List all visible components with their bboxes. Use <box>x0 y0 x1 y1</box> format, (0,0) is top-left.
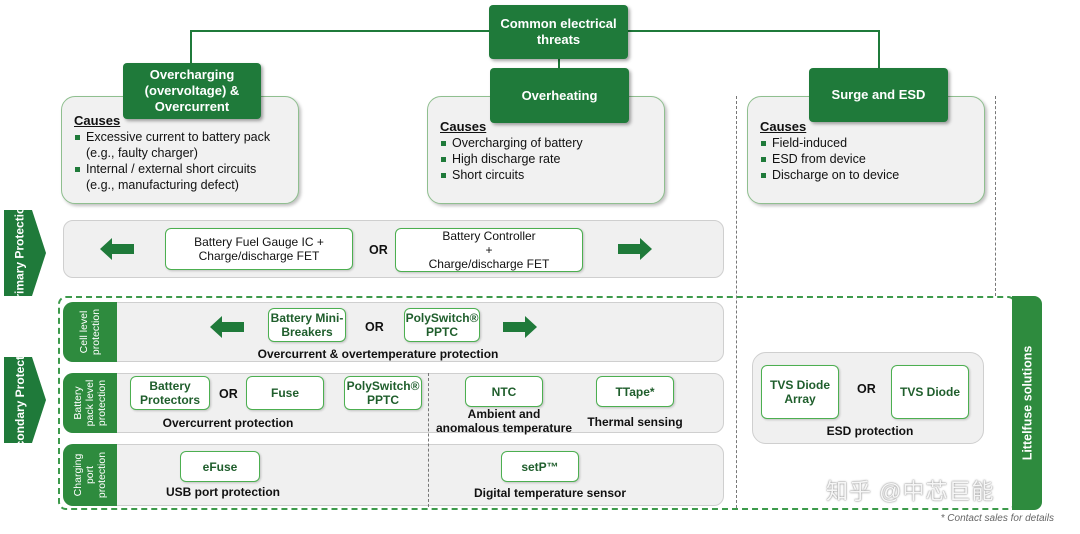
ntc-label-line: Ambient and <box>467 407 541 421</box>
arrow-right-icon <box>503 316 537 338</box>
cause-item: Internal / external short circuits <box>74 161 288 177</box>
primary-protection-tag <box>4 210 46 296</box>
cell-level-side-label: Cell level protection <box>63 302 117 362</box>
cause-item: Short circuits <box>440 167 654 183</box>
causes-title: Causes <box>440 119 487 134</box>
pack-level-side-label: Battery pack level protection <box>63 373 117 433</box>
mini-breakers-box: Battery Mini-Breakers <box>268 308 346 342</box>
cause-item: Discharge on to device <box>760 167 974 183</box>
primary-protection-label: Primary Protection <box>13 199 27 307</box>
tvs-diode-box: TVS Diode <box>891 365 969 419</box>
box-line: + <box>485 243 493 257</box>
esd-protection-label: ESD protection <box>826 424 914 438</box>
box-line: Battery Controller <box>442 229 536 243</box>
cause-item: ESD from device <box>760 151 974 167</box>
or-label: OR <box>219 387 238 401</box>
connector-line <box>190 30 192 65</box>
cause-item-note: (e.g., faulty charger) <box>86 146 198 160</box>
charging-port-side-label: Charging port protection <box>63 444 117 506</box>
efuse-box: eFuse <box>180 451 260 482</box>
ttape-box: TTape* <box>596 376 674 407</box>
polyswitch-box: PolySwitch® PPTC <box>404 308 480 342</box>
cell-level-panel <box>63 302 724 362</box>
arrow-right-icon <box>618 238 652 260</box>
ntc-box: NTC <box>465 376 543 407</box>
battery-controller-box: Battery Controller + Charge/discharge FE… <box>395 228 583 272</box>
cause-item: Field-induced <box>760 135 974 151</box>
cause-item: Excessive current to battery pack <box>74 129 288 145</box>
pack-polyswitch-box: PolySwitch® PPTC <box>344 376 422 410</box>
common-threats-box: Common electrical threats <box>489 5 628 59</box>
fuse-box: Fuse <box>246 376 324 410</box>
littelfuse-bar <box>1012 296 1042 510</box>
overcharging-box: Overcharging (overvoltage) & Overcurrent <box>123 63 261 119</box>
efuse-label: USB port protection <box>166 485 280 499</box>
fuel-gauge-box: Battery Fuel Gauge IC + Charge/discharge… <box>165 228 353 270</box>
separator-dashed <box>736 96 737 508</box>
cause-item: Overcharging of battery <box>440 135 654 151</box>
overcharging-causes-panel: Causes Excessive current to battery pack… <box>61 96 299 204</box>
watermark: 知乎 @中芯巨能 <box>826 479 995 504</box>
setp-box: setP™ <box>501 451 579 482</box>
cell-protection-label: Overcurrent & overtemperature protection <box>257 347 499 361</box>
arrow-left-icon <box>100 238 134 260</box>
arrow-left-icon <box>210 316 244 338</box>
or-label: OR <box>857 382 876 396</box>
overheating-box: Overheating <box>490 68 629 123</box>
separator-dashed <box>428 373 429 507</box>
tvs-diode-array-box: TVS Diode Array <box>761 365 839 419</box>
battery-protectors-box: Battery Protectors <box>130 376 210 410</box>
ntc-label-line: anomalous temperature <box>435 421 573 435</box>
connector-line <box>878 30 880 68</box>
pack-protection-label: Overcurrent protection <box>162 416 294 430</box>
separator-dashed <box>995 96 996 296</box>
causes-title: Causes <box>74 113 121 128</box>
secondary-protection-tag <box>4 357 46 443</box>
littelfuse-label: Littelfuse solutions <box>1020 345 1034 461</box>
cause-item: High discharge rate <box>440 151 654 167</box>
setp-label: Digital temperature sensor <box>473 486 627 500</box>
cause-item-note: (e.g., manufacturing defect) <box>86 178 239 192</box>
or-label: OR <box>369 243 388 257</box>
or-label: OR <box>365 320 384 334</box>
surge-esd-box: Surge and ESD <box>809 68 948 122</box>
ntc-label: Ambient and anomalous temperature <box>430 407 578 435</box>
causes-title: Causes <box>760 119 807 134</box>
footnote: * Contact sales for details <box>940 513 1054 524</box>
ttape-label: Thermal sensing <box>587 415 683 429</box>
connector-line <box>558 56 560 68</box>
box-line: Charge/discharge FET <box>428 257 550 271</box>
secondary-protection-label: Secondary Protection <box>13 337 27 463</box>
